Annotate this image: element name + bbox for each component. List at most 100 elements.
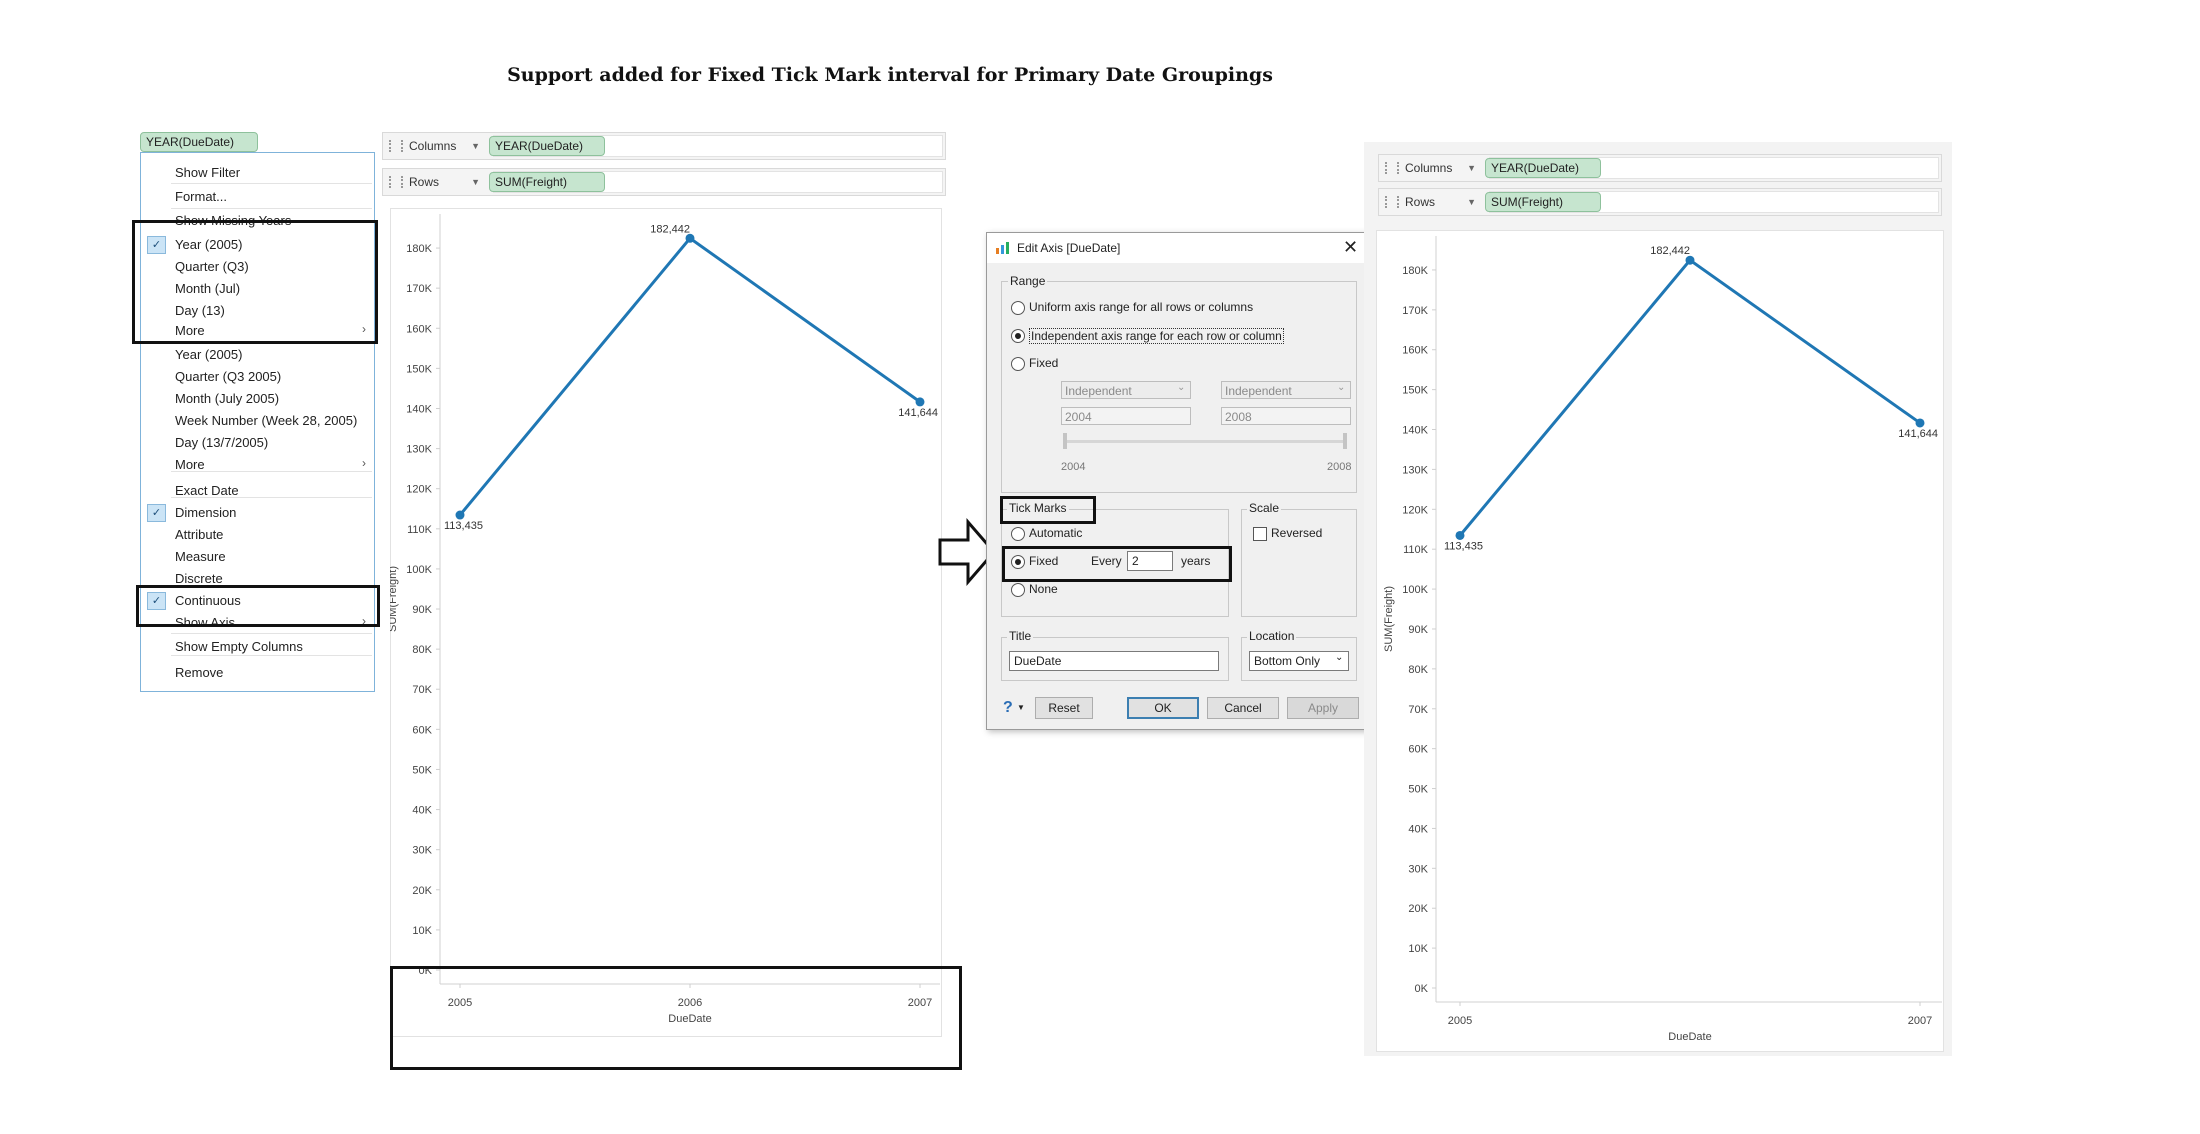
columns-shelf-label[interactable]: Columns ▼ xyxy=(389,133,484,159)
menu-item[interactable]: Day (13) xyxy=(175,303,225,318)
scale-group xyxy=(1241,509,1357,617)
menu-item[interactable]: Measure xyxy=(175,549,226,564)
rows-shelf-label[interactable]: Rows▼ xyxy=(389,169,484,195)
caret-down-icon[interactable]: ▼ xyxy=(471,177,480,187)
chevron-down-icon[interactable]: ⌄ xyxy=(1335,652,1344,663)
menu-item[interactable]: Quarter (Q3 2005) xyxy=(175,369,282,384)
columns-pill[interactable]: YEAR(DueDate) xyxy=(489,136,605,156)
context-pill[interactable]: YEAR(DueDate) xyxy=(140,132,258,152)
help-icon[interactable]: ? xyxy=(1003,699,1013,716)
menu-item[interactable]: Attribute xyxy=(175,527,224,542)
columns-shelf-right: Columns ▼ YEAR(DueDate) xyxy=(1378,154,1942,182)
caret-down-icon[interactable]: ▼ xyxy=(1467,163,1476,173)
axis-title-input[interactable]: DueDate xyxy=(1009,651,1219,671)
menu-item[interactable]: Dimension xyxy=(175,505,237,520)
rows-shelf-label[interactable]: Rows▼ xyxy=(1385,189,1480,215)
y-tick-label: 130K xyxy=(1402,464,1428,476)
rows-pill[interactable]: SUM(Freight) xyxy=(1485,192,1601,212)
range-fixed-label: Fixed xyxy=(1029,356,1059,370)
menu-item[interactable]: Month (Jul) xyxy=(175,281,241,296)
menu-item[interactable]: Year (2005) xyxy=(175,347,243,362)
left-line-chart: 0K10K20K30K40K50K60K70K80K90K100K110K120… xyxy=(390,214,940,1025)
menu-item[interactable]: Remove xyxy=(175,665,224,680)
tick-marks-group-label: Tick Marks xyxy=(1007,501,1069,515)
menu-item[interactable]: Week Number (Week 28, 2005) xyxy=(175,413,358,428)
ok-button[interactable]: OK xyxy=(1127,697,1199,719)
columns-label: Columns xyxy=(1405,161,1453,175)
data-label: 182,442 xyxy=(1650,245,1690,257)
menu-item[interactable]: Year (2005) xyxy=(175,237,243,252)
columns-label: Columns xyxy=(409,139,457,153)
close-icon[interactable]: ✕ xyxy=(1343,237,1359,257)
tick-automatic-radio[interactable] xyxy=(1011,527,1025,541)
caret-down-icon[interactable]: ▼ xyxy=(1467,197,1476,207)
menu-item[interactable]: Exact Date xyxy=(175,483,239,498)
check-icon: ✓ xyxy=(147,504,166,522)
range-fixed-radio[interactable] xyxy=(1011,357,1025,371)
menu-item[interactable]: Day (13/7/2005) xyxy=(175,435,269,450)
rows-pill[interactable]: SUM(Freight) xyxy=(489,172,605,192)
data-point xyxy=(455,510,465,520)
y-tick-label: 180K xyxy=(406,243,432,255)
menu-item[interactable]: Month (July 2005) xyxy=(175,391,280,406)
range-uniform-label: Uniform axis range for all rows or colum… xyxy=(1029,300,1254,314)
tick-fixed-radio[interactable] xyxy=(1011,555,1025,569)
y-tick-label: 90K xyxy=(1408,624,1428,636)
grip-icon xyxy=(389,176,403,188)
y-tick-label: 10K xyxy=(412,925,432,937)
tick-none-radio[interactable] xyxy=(1011,583,1025,597)
x-tick-label: 2007 xyxy=(1908,1015,1932,1027)
menu-item[interactable]: Quarter (Q3) xyxy=(175,259,249,274)
location-select[interactable]: Bottom Only xyxy=(1249,651,1349,671)
menu-item[interactable]: Show Empty Columns xyxy=(175,639,303,654)
title-group xyxy=(1001,637,1229,681)
caret-down-icon[interactable]: ▼ xyxy=(1017,703,1025,712)
range-independent-radio[interactable] xyxy=(1011,329,1025,343)
menu-item[interactable]: Show Filter xyxy=(175,165,241,180)
cancel-button[interactable]: Cancel xyxy=(1207,697,1279,719)
tick-fixed-label: Fixed xyxy=(1029,554,1059,568)
menu-item[interactable]: Continuous xyxy=(175,593,241,608)
reversed-checkbox[interactable] xyxy=(1253,527,1267,541)
fixed-start-input: 2004 xyxy=(1061,407,1191,425)
grip-icon xyxy=(1385,162,1399,174)
title-group-label: Title xyxy=(1007,629,1034,643)
menu-item[interactable]: Discrete xyxy=(175,571,223,586)
reset-button[interactable]: Reset xyxy=(1035,697,1093,719)
location-group-label: Location xyxy=(1247,629,1297,643)
check-icon: ✓ xyxy=(147,236,166,254)
chevron-down-icon: ⌄ xyxy=(1177,382,1186,393)
menu-item[interactable]: More xyxy=(175,323,205,338)
menu-separator xyxy=(171,183,372,184)
y-tick-label: 150K xyxy=(1402,385,1428,397)
menu-separator xyxy=(171,208,372,209)
y-tick-label: 180K xyxy=(1402,265,1428,277)
left-chart-frame xyxy=(390,208,942,1037)
x-axis-title: DueDate xyxy=(668,1013,711,1025)
page-title: Support added for Fixed Tick Mark interv… xyxy=(507,64,1273,86)
y-tick-label: 100K xyxy=(1402,584,1428,596)
rows-shelf: Rows▼ SUM(Freight) xyxy=(382,168,946,196)
series-line xyxy=(458,236,921,516)
tick-every-input[interactable]: 2 xyxy=(1127,551,1173,571)
fixed-end-input: 2008 xyxy=(1221,407,1351,425)
y-tick-label: 160K xyxy=(1402,345,1428,357)
columns-shelf-label[interactable]: Columns ▼ xyxy=(1385,155,1480,181)
tick-automatic-label: Automatic xyxy=(1029,526,1083,540)
menu-item[interactable]: More xyxy=(175,457,205,472)
y-tick-label: 70K xyxy=(1408,704,1428,716)
range-uniform-radio[interactable] xyxy=(1011,301,1025,315)
columns-pill[interactable]: YEAR(DueDate) xyxy=(1485,158,1601,178)
range-slider-track xyxy=(1065,440,1345,443)
chevron-right-icon: › xyxy=(362,456,366,470)
rows-shelf-right: Rows▼ SUM(Freight) xyxy=(1378,188,1942,216)
caret-down-icon[interactable]: ▼ xyxy=(471,141,480,151)
menu-item[interactable]: Format... xyxy=(175,189,228,204)
highlight-tick-fixed-row xyxy=(1002,546,1232,582)
x-tick-label: 2005 xyxy=(448,997,472,1009)
data-point xyxy=(1915,418,1925,428)
data-point xyxy=(915,397,925,407)
y-tick-label: 150K xyxy=(406,363,432,375)
y-tick-label: 40K xyxy=(1408,823,1428,835)
